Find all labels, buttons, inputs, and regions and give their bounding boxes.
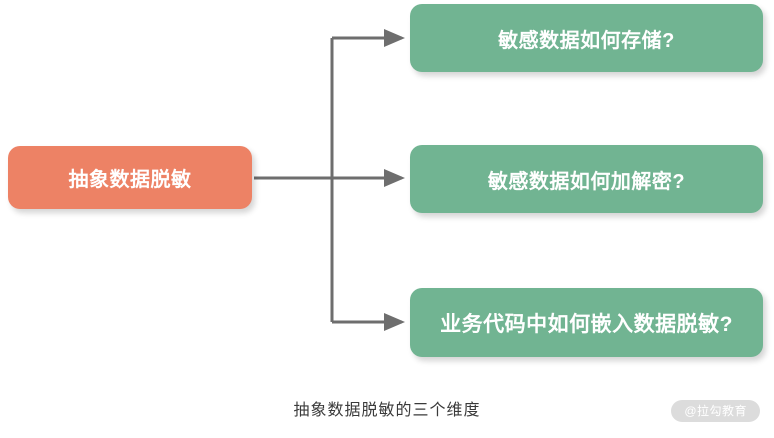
node-branch-sensitive-data-encryption[interactable]: 敏感数据如何加解密?: [410, 145, 763, 213]
watermark-badge: @拉勾教育: [671, 400, 760, 422]
node-branch-business-code-embedding[interactable]: 业务代码中如何嵌入数据脱敏?: [410, 288, 763, 357]
node-root-abstract-data-masking[interactable]: 抽象数据脱敏: [8, 146, 252, 209]
node-branch-sensitive-data-storage[interactable]: 敏感数据如何存储?: [410, 4, 763, 72]
diagram-caption: 抽象数据脱敏的三个维度: [293, 402, 481, 419]
